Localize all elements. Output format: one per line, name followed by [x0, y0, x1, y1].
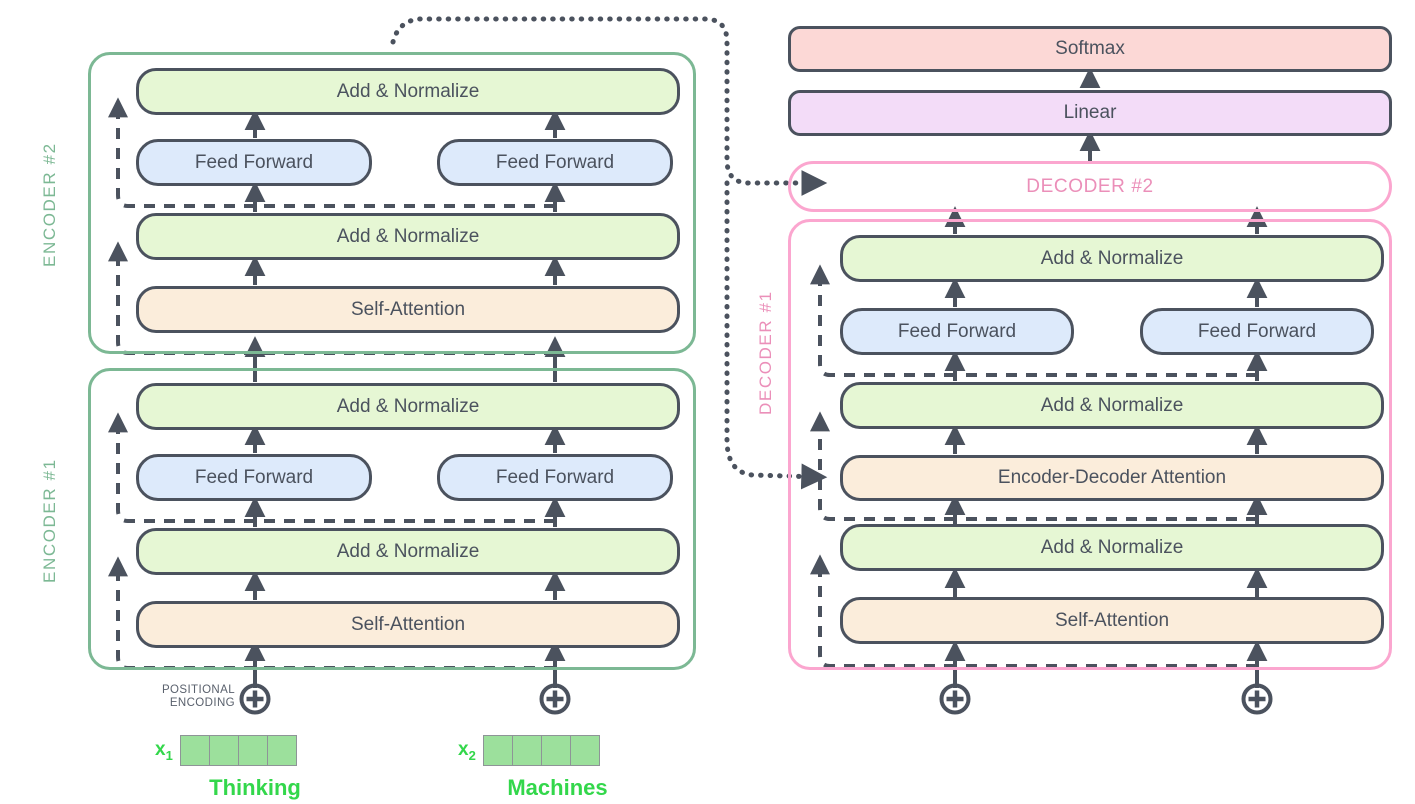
embedding-cell	[541, 736, 571, 765]
decoder-block-1-frame	[788, 219, 1392, 670]
decoder-positional-adder-2	[1241, 683, 1273, 715]
positional-encoding-label: POSITIONAL ENCODING	[140, 684, 235, 710]
softmax-layer: Softmax	[788, 26, 1392, 72]
encoder1-top-add-normalize: Add & Normalize	[136, 383, 680, 430]
positional-adder-x2	[539, 683, 571, 715]
decoder-block-2-label: DECODER #2	[1026, 175, 1154, 197]
input-word-1: Thinking	[209, 775, 301, 800]
positional-encoding-line2: ENCODING	[169, 697, 235, 709]
embedding-row-x1: x1	[155, 735, 297, 766]
encoder-block-2-label: ENCODER #2	[40, 142, 59, 268]
decoder-block-2-frame	[788, 161, 1392, 212]
embedding-index-x1: 1	[165, 747, 173, 763]
embedding-cell	[267, 736, 296, 765]
input-word-2: Machines	[507, 775, 608, 800]
embedding-index-x2: 2	[468, 747, 476, 763]
encoder-block-1-label: ENCODER #1	[40, 458, 59, 584]
decoder1-self-attention: Self-Attention	[840, 597, 1384, 644]
embedding-cells-x2	[482, 735, 600, 766]
encoder1-mid-add-normalize: Add & Normalize	[136, 528, 680, 575]
encoder2-mid-add-normalize: Add & Normalize	[136, 213, 680, 260]
encoder1-feed-forward-left: Feed Forward	[136, 454, 372, 501]
embedding-row-x2: x2	[458, 735, 600, 766]
encoder-block-1-frame	[88, 368, 696, 670]
encoder2-top-add-normalize: Add & Normalize	[136, 68, 680, 115]
positional-encoding-line1: POSITIONAL	[161, 684, 235, 696]
decoder-positional-adder-1	[939, 683, 971, 715]
linear-layer: Linear	[788, 90, 1392, 136]
decoder1-encoder-decoder-attention: Encoder-Decoder Attention	[840, 455, 1384, 501]
decoder1-mid-add-normalize: Add & Normalize	[840, 382, 1384, 429]
decoder1-feed-forward-left: Feed Forward	[840, 308, 1074, 355]
embedding-cells-x1	[179, 735, 297, 766]
encoder1-feed-forward-right: Feed Forward	[437, 454, 673, 501]
decoder1-feed-forward-right: Feed Forward	[1140, 308, 1374, 355]
embedding-cell	[238, 736, 268, 765]
embedding-variable-x1: x1	[155, 738, 173, 763]
embedding-cell	[209, 736, 239, 765]
positional-adder-x1	[239, 683, 271, 715]
encoder2-self-attention: Self-Attention	[136, 286, 680, 333]
encoder-block-2-frame	[88, 52, 696, 354]
encoder1-self-attention: Self-Attention	[136, 601, 680, 648]
decoder1-bottom-add-normalize: Add & Normalize	[840, 524, 1384, 571]
decoder1-top-add-normalize: Add & Normalize	[840, 235, 1384, 282]
embedding-variable-x2: x2	[458, 738, 476, 763]
encoder2-feed-forward-right: Feed Forward	[437, 139, 673, 186]
embedding-cell	[483, 736, 513, 765]
embedding-cell	[180, 736, 210, 765]
encoder2-feed-forward-left: Feed Forward	[136, 139, 372, 186]
embedding-cell	[512, 736, 542, 765]
embedding-cell	[570, 736, 599, 765]
decoder-block-1-label: DECODER #1	[756, 290, 775, 416]
